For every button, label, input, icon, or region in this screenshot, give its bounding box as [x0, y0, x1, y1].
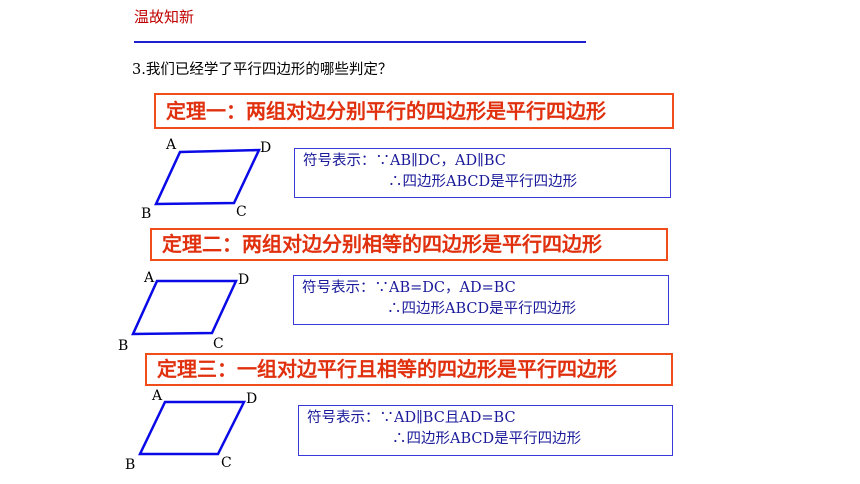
title-underline	[134, 41, 586, 43]
vertex-label-c: C	[221, 455, 232, 471]
symbol-condition-line: 符号表示：∵AD∥BC且AD=BC	[307, 408, 664, 429]
vertex-label-c: C	[213, 336, 224, 352]
symbol-condition: ∵AD∥BC且AD=BC	[379, 410, 516, 426]
symbol-condition: ∵AB∥DC，AD∥BC	[375, 153, 506, 169]
symbol-conclusion: ∴四边形ABCD是平行四边形	[392, 431, 582, 447]
vertex-label-b: B	[141, 206, 152, 222]
vertex-label-a: A	[144, 270, 155, 286]
parallelogram-2	[131, 279, 238, 336]
theorem-2-statement: 定理二：两组对边分别相等的四边形是平行四边形	[150, 228, 668, 261]
symbol-condition: ∵AB=DC，AD=BC	[374, 280, 516, 296]
symbol-condition-line: 符号表示：∵AB∥DC，AD∥BC	[303, 151, 662, 172]
parallelogram-3	[138, 400, 247, 456]
theorem-3-symbol-box: 符号表示：∵AD∥BC且AD=BC ∴四边形ABCD是平行四边形	[298, 405, 673, 456]
symbol-label: 符号表示：	[302, 280, 375, 296]
symbol-label: 符号表示：	[303, 153, 376, 169]
theorem-3-statement: 定理三：一组对边平行且相等的四边形是平行四边形	[145, 353, 673, 386]
question-text: 3.我们已经学了平行四边形的哪些判定？	[132, 62, 393, 78]
theorem-1-statement: 定理一：两组对边分别平行的四边形是平行四边形	[154, 93, 674, 129]
page-title: 温故知新	[134, 8, 195, 26]
vertex-label-d: D	[246, 391, 258, 407]
parallelogram-1	[154, 148, 261, 206]
vertex-label-a: A	[166, 137, 177, 153]
symbol-conclusion: ∴四边形ABCD是平行四边形	[387, 301, 577, 317]
vertex-label-a: A	[152, 388, 163, 404]
vertex-label-b: B	[118, 338, 129, 354]
theorem-1-symbol-box: 符号表示：∵AB∥DC，AD∥BC ∴四边形ABCD是平行四边形	[294, 148, 671, 198]
vertex-label-b: B	[125, 457, 136, 473]
theorem-2-symbol-box: 符号表示：∵AB=DC，AD=BC ∴四边形ABCD是平行四边形	[293, 275, 669, 325]
symbol-conclusion: ∴四边形ABCD是平行四边形	[388, 174, 578, 190]
vertex-label-d: D	[238, 272, 250, 288]
symbol-condition-line: 符号表示：∵AB=DC，AD=BC	[302, 278, 660, 299]
vertex-label-d: D	[260, 140, 272, 156]
vertex-label-c: C	[236, 204, 247, 220]
symbol-label: 符号表示：	[307, 410, 380, 426]
